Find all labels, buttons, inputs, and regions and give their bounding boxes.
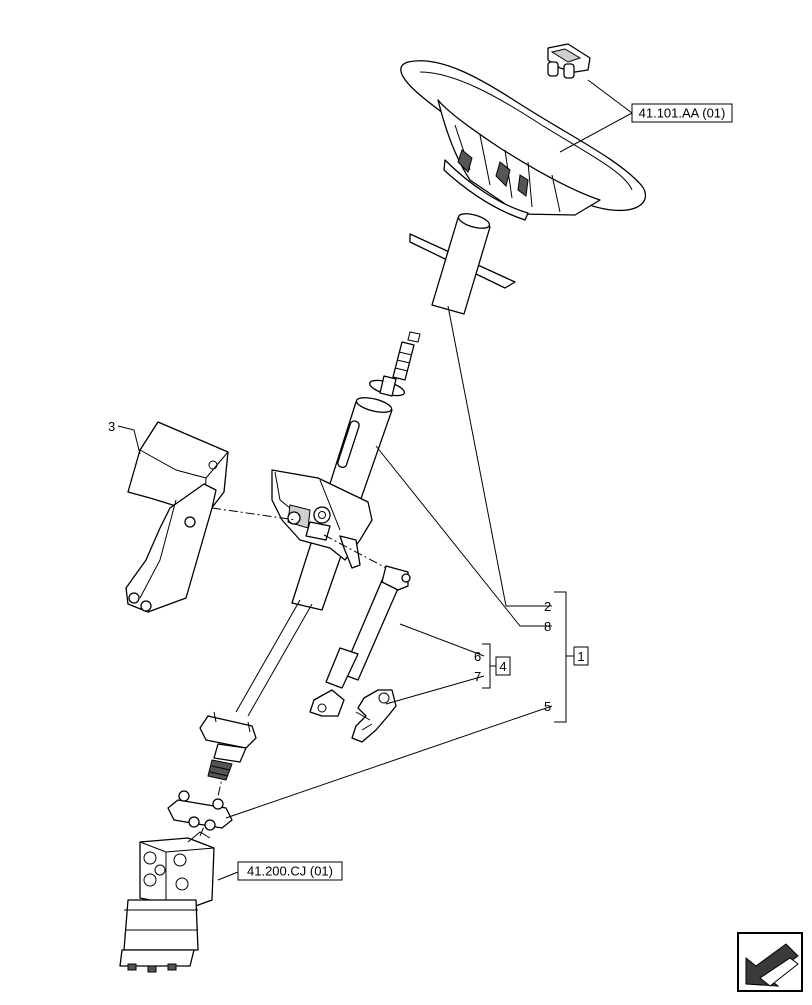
leader-2 (447, 305, 552, 607)
assembly-line-cover (211, 507, 297, 521)
column-cover (125, 421, 229, 613)
callout-2: 2 (544, 599, 551, 614)
lower-shaft-joint (199, 711, 257, 781)
callout-3: 3 (108, 419, 115, 434)
reference-box-steering-wheel[interactable]: 41.101.AA (01) (631, 103, 733, 123)
column-shaft-stub (368, 331, 421, 397)
assembly-line-damper (323, 534, 391, 571)
steering-motor (119, 831, 215, 973)
leader-8 (375, 445, 552, 627)
reference-box-steering-motor[interactable]: 41.200.CJ (01) (237, 861, 343, 881)
leader-wheel (559, 112, 633, 153)
return-arrow-icon[interactable] (737, 932, 803, 992)
callout-4: 4 (499, 659, 506, 674)
leader-3 (117, 425, 141, 455)
callout-6: 6 (474, 649, 481, 664)
callout-5: 5 (544, 699, 551, 714)
leader-wheel-cap (587, 79, 633, 114)
reference-label-steering-wheel[interactable]: 41.101.AA (01) (639, 106, 726, 121)
callout-1-box: 1 (573, 646, 589, 666)
gas-strut (309, 565, 411, 717)
callout-8: 8 (544, 619, 551, 634)
column-mounting-bracket (271, 469, 373, 569)
leader-motor (217, 871, 239, 881)
steering-wheel-cap (547, 43, 591, 79)
callout-7: 7 (474, 669, 481, 684)
callout-1: 1 (577, 649, 584, 664)
upper-column-tube (409, 213, 516, 315)
lever-bracket (351, 689, 397, 743)
leader-5 (225, 705, 553, 819)
callout-4-box: 4 (495, 656, 511, 676)
steering-wheel (400, 60, 647, 221)
motor-flange-plate (167, 790, 233, 831)
steering-column-housing (235, 397, 393, 717)
group-bracket-1 (554, 591, 567, 723)
leader-6 (399, 623, 485, 657)
leader-7 (385, 675, 485, 705)
group-bracket-4 (482, 643, 491, 689)
reference-label-steering-motor[interactable]: 41.200.CJ (01) (247, 864, 333, 879)
